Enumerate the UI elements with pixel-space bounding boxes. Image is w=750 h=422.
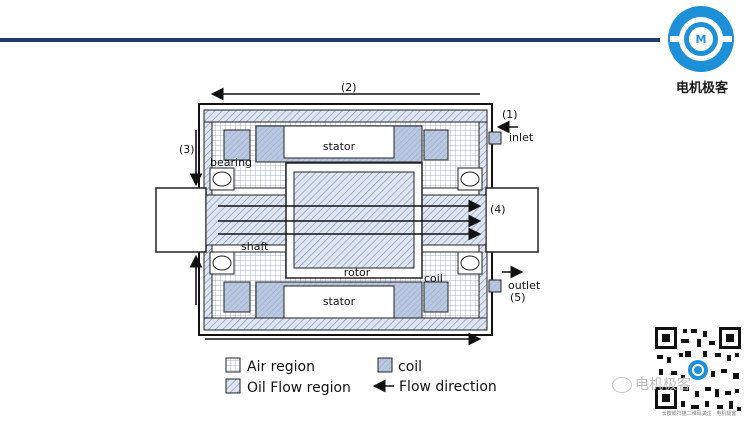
- legend-air-label: Air region: [247, 359, 315, 375]
- oil-channel-bottom: [203, 317, 488, 331]
- header-bar: [0, 38, 660, 42]
- outlet-port: [488, 279, 502, 293]
- stator-bottom: [283, 285, 395, 319]
- rotor-label: rotor: [344, 266, 371, 279]
- flow-label-5: (5): [510, 291, 526, 304]
- wechat-icon: [612, 377, 632, 393]
- inlet-label: inlet: [509, 131, 534, 144]
- stator-top: [283, 125, 395, 159]
- bearing-label: bearing: [210, 156, 252, 169]
- coil-right-bottom: [423, 281, 449, 313]
- brand-logo-icon: M: [668, 6, 734, 72]
- qr-code-icon: [653, 325, 743, 417]
- shaft-left-end: [155, 187, 207, 253]
- wechat-watermark-text: 电机极客: [635, 377, 691, 393]
- legend-oil-swatch: [225, 378, 241, 394]
- flow-label-2: (2): [341, 81, 357, 94]
- legend-flow-label: Flow direction: [399, 379, 497, 395]
- stator-bottom-label: stator: [323, 295, 356, 308]
- legend-air-swatch: [225, 357, 241, 373]
- qr-caption: 长按或扫描二维码关注 · 电机极客: [661, 411, 737, 417]
- brand-name: 电机极客: [675, 81, 728, 96]
- wechat-watermark: 电机极客: [612, 374, 691, 394]
- coil-left-top: [223, 129, 251, 161]
- coil-right-top: [423, 129, 449, 161]
- rotor-core: [293, 171, 415, 269]
- flow-label-3: (3): [179, 143, 195, 156]
- inlet-port: [488, 131, 502, 145]
- svg-text:M: M: [696, 33, 707, 46]
- oil-channel-top: [203, 109, 488, 123]
- shaft-label: shaft: [241, 240, 269, 253]
- flow-label-1: (1): [502, 108, 518, 121]
- stator-top-label: stator: [323, 140, 356, 153]
- flow-label-4: (4): [490, 203, 506, 216]
- bearing-icon: [209, 167, 483, 275]
- coil-left-bottom: [223, 281, 251, 313]
- legend-coil-swatch: [377, 357, 393, 373]
- coil-label: coil: [424, 272, 443, 285]
- outlet-label: outlet: [508, 279, 541, 292]
- legend-oil-label: Oil Flow region: [247, 380, 351, 396]
- shaft-right-end: [485, 187, 539, 253]
- legend-coil-label: coil: [398, 359, 422, 375]
